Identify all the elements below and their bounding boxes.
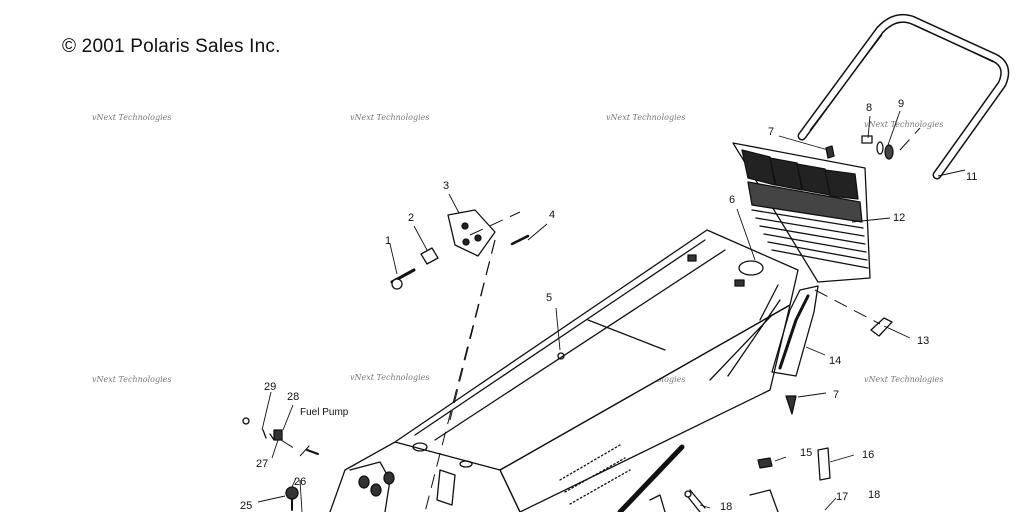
callout-number: 27 [256, 458, 269, 470]
watermark: vNext Technologies [92, 113, 171, 122]
callout-number: 4 [549, 209, 556, 221]
callout-number: 18 [720, 501, 733, 513]
watermark-text: vNext Technologies [92, 113, 172, 122]
callout-number: 25 [240, 500, 253, 512]
callout-number: 17 [836, 491, 849, 503]
flap-bracket-detail [778, 294, 810, 370]
watermark-text: vNext Technologies [350, 373, 430, 382]
copyright-text: © 2001 Polaris Sales Inc. [62, 36, 281, 57]
callout-number: 15 [800, 447, 813, 459]
callout-number: 12 [893, 212, 906, 224]
bracket-bar-part [870, 317, 893, 337]
callout-number: 7 [768, 126, 775, 138]
callout-number: 1 [385, 235, 392, 247]
grab-bar-part [797, 13, 1010, 180]
callout-number: 3 [443, 180, 450, 192]
callout-number: 13 [917, 335, 930, 347]
watermark-text: vNext Technologies [350, 113, 430, 122]
fuel-pump-label: Fuel Pump [300, 407, 349, 418]
lower-small-parts [684, 447, 831, 512]
watermark-text: vNext Technologies [864, 120, 944, 129]
callout-number: 11 [966, 171, 978, 183]
watermark: vNext Technologies [864, 120, 943, 129]
watermark: vNext Technologies [864, 375, 943, 384]
hardware-parts [785, 135, 894, 415]
leader-lines [257, 110, 966, 512]
callout-number: 28 [287, 391, 300, 403]
callout-number: 7 [833, 389, 840, 401]
callout-number: 6 [729, 194, 736, 206]
callout-number: 14 [829, 355, 842, 367]
callout-number: 18 [868, 489, 881, 501]
bracket-parts [390, 209, 530, 290]
callout-number: 16 [862, 449, 875, 461]
callout-number: 29 [264, 381, 277, 393]
callout-number: 8 [866, 102, 873, 114]
watermark-text: vNext Technologies [864, 375, 944, 384]
watermark: vNext Technologies [350, 373, 429, 382]
callout-number: 9 [898, 98, 905, 110]
tunnel-part [329, 229, 799, 512]
watermark-text: vNext Technologies [92, 375, 172, 384]
watermark: vNext Technologies [606, 113, 685, 122]
callout-number: 5 [546, 292, 553, 304]
watermark-text: vNext Technologies [606, 113, 686, 122]
watermark: vNext Technologies [350, 113, 429, 122]
callout-number: 2 [408, 212, 415, 224]
snow-flap-part [732, 142, 871, 283]
dashed-lines [280, 127, 921, 512]
callout-number: 26 [294, 476, 307, 488]
watermark: vNext Technologies [92, 375, 171, 384]
fuel-pump-parts [242, 417, 319, 511]
